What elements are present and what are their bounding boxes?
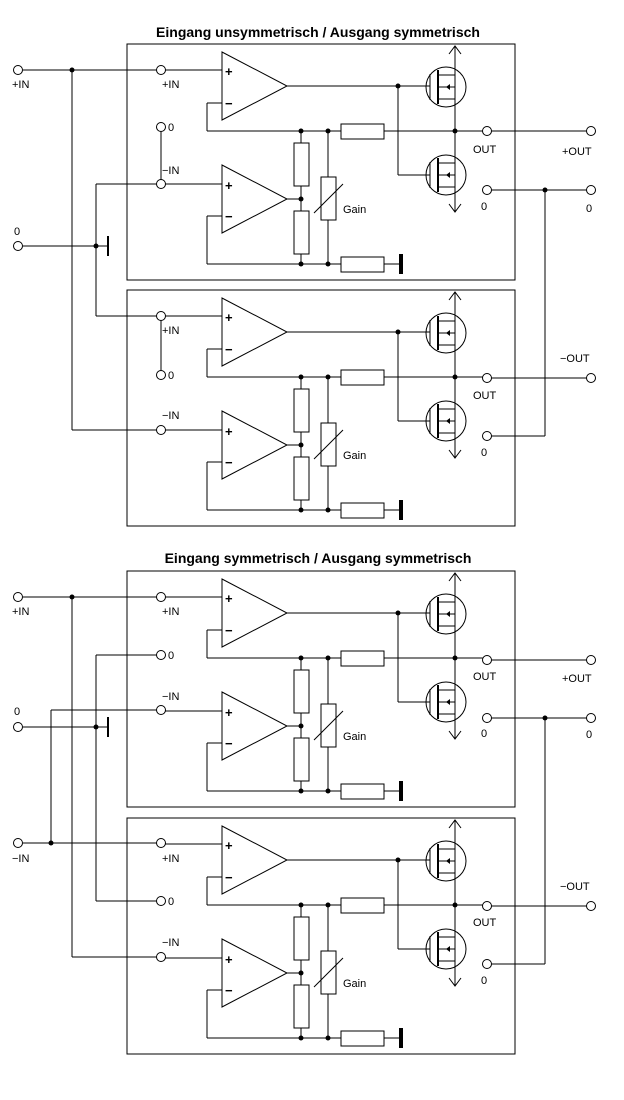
m1-label-minus-in: −IN bbox=[162, 165, 179, 177]
terminal-zero-top[interactable] bbox=[13, 241, 23, 251]
m3-opamp1-plus: + bbox=[225, 591, 233, 606]
terminal-plus-in-bottom[interactable] bbox=[13, 592, 23, 602]
m1-label-zero-out: 0 bbox=[481, 201, 487, 213]
m1-opamp1-plus: + bbox=[225, 64, 233, 79]
module-3-circuit bbox=[164, 572, 484, 802]
bottom-external-wiring bbox=[23, 596, 587, 965]
m2-label-zero: 0 bbox=[168, 370, 174, 382]
m3-opamp2-plus: + bbox=[225, 705, 233, 720]
m4-opamp1-plus: + bbox=[225, 838, 233, 853]
m3-label-out: OUT bbox=[473, 671, 497, 683]
module-box-2 bbox=[126, 289, 516, 527]
m4-label-gain: Gain bbox=[343, 978, 366, 990]
terminal-minus-out-bottom[interactable] bbox=[586, 901, 596, 911]
m1-label-plus-in: +IN bbox=[162, 79, 179, 91]
m1-opamp1-minus: − bbox=[225, 96, 233, 111]
label-minus-out-top: −OUT bbox=[560, 353, 590, 365]
m3-label-gain: Gain bbox=[343, 731, 366, 743]
m4-opamp2-plus: + bbox=[225, 952, 233, 967]
m1-opamp2-minus: − bbox=[225, 209, 233, 224]
label-zero-out-bottom: 0 bbox=[586, 729, 592, 741]
m3-opamp2-minus: − bbox=[225, 736, 233, 751]
m4-opamp2-minus: − bbox=[225, 983, 233, 998]
terminal-plus-out-bottom[interactable] bbox=[586, 655, 596, 665]
m2-label-zero-out: 0 bbox=[481, 447, 487, 459]
m3-label-zero-out: 0 bbox=[481, 728, 487, 740]
terminal-zero-bottom[interactable] bbox=[13, 722, 23, 732]
m3-label-minus-in: −IN bbox=[162, 691, 179, 703]
module-box-4 bbox=[126, 817, 516, 1055]
m1-label-gain: Gain bbox=[343, 204, 366, 216]
label-zero-top: 0 bbox=[14, 226, 20, 238]
m1-label-zero: 0 bbox=[168, 122, 174, 134]
label-minus-out-bottom: −OUT bbox=[560, 881, 590, 893]
label-plus-in-top: +IN bbox=[12, 79, 29, 91]
label-plus-out-top: +OUT bbox=[562, 146, 592, 158]
m4-label-zero-out: 0 bbox=[481, 975, 487, 987]
label-plus-out-bottom: +OUT bbox=[562, 673, 592, 685]
m4-label-plus-in: +IN bbox=[162, 853, 179, 865]
terminal-plus-in-top[interactable] bbox=[13, 65, 23, 75]
module-box-1 bbox=[126, 43, 516, 281]
m1-label-out: OUT bbox=[473, 144, 497, 156]
top-external-wiring bbox=[23, 69, 587, 437]
label-plus-in-bottom: +IN bbox=[12, 606, 29, 618]
title-balanced-in: Eingang symmetrisch / Ausgang symmetrisc… bbox=[165, 550, 472, 566]
terminal-zero-out-bottom[interactable] bbox=[586, 713, 596, 723]
module-1-circuit bbox=[164, 45, 484, 275]
terminal-minus-in-bottom[interactable] bbox=[13, 838, 23, 848]
m2-opamp1-plus: + bbox=[225, 310, 233, 325]
m2-opamp2-minus: − bbox=[225, 455, 233, 470]
title-unbalanced-in: Eingang unsymmetrisch / Ausgang symmetri… bbox=[156, 24, 480, 40]
m2-opamp2-plus: + bbox=[225, 424, 233, 439]
m4-label-minus-in: −IN bbox=[162, 937, 179, 949]
m2-label-out: OUT bbox=[473, 390, 497, 402]
m4-opamp1-minus: − bbox=[225, 870, 233, 885]
m3-opamp1-minus: − bbox=[225, 623, 233, 638]
label-zero-bottom: 0 bbox=[14, 706, 20, 718]
label-minus-in-bottom: −IN bbox=[12, 853, 29, 865]
module-box-3 bbox=[126, 570, 516, 808]
m2-label-minus-in: −IN bbox=[162, 410, 179, 422]
module-2-circuit bbox=[164, 291, 484, 521]
bottom-junction-dots bbox=[48, 594, 548, 846]
label-zero-out-top: 0 bbox=[586, 203, 592, 215]
terminals bbox=[13, 65, 596, 969]
m1-opamp2-plus: + bbox=[225, 178, 233, 193]
terminal-minus-out-top[interactable] bbox=[586, 373, 596, 383]
m4-label-out: OUT bbox=[473, 917, 497, 929]
module-4-circuit bbox=[164, 819, 484, 1049]
m3-label-zero: 0 bbox=[168, 650, 174, 662]
m2-opamp1-minus: − bbox=[225, 342, 233, 357]
terminal-plus-out-top[interactable] bbox=[586, 126, 596, 136]
m2-label-gain: Gain bbox=[343, 450, 366, 462]
m2-label-plus-in: +IN bbox=[162, 325, 179, 337]
m4-label-zero: 0 bbox=[168, 896, 174, 908]
terminal-zero-out-top[interactable] bbox=[586, 185, 596, 195]
m3-label-plus-in: +IN bbox=[162, 606, 179, 618]
